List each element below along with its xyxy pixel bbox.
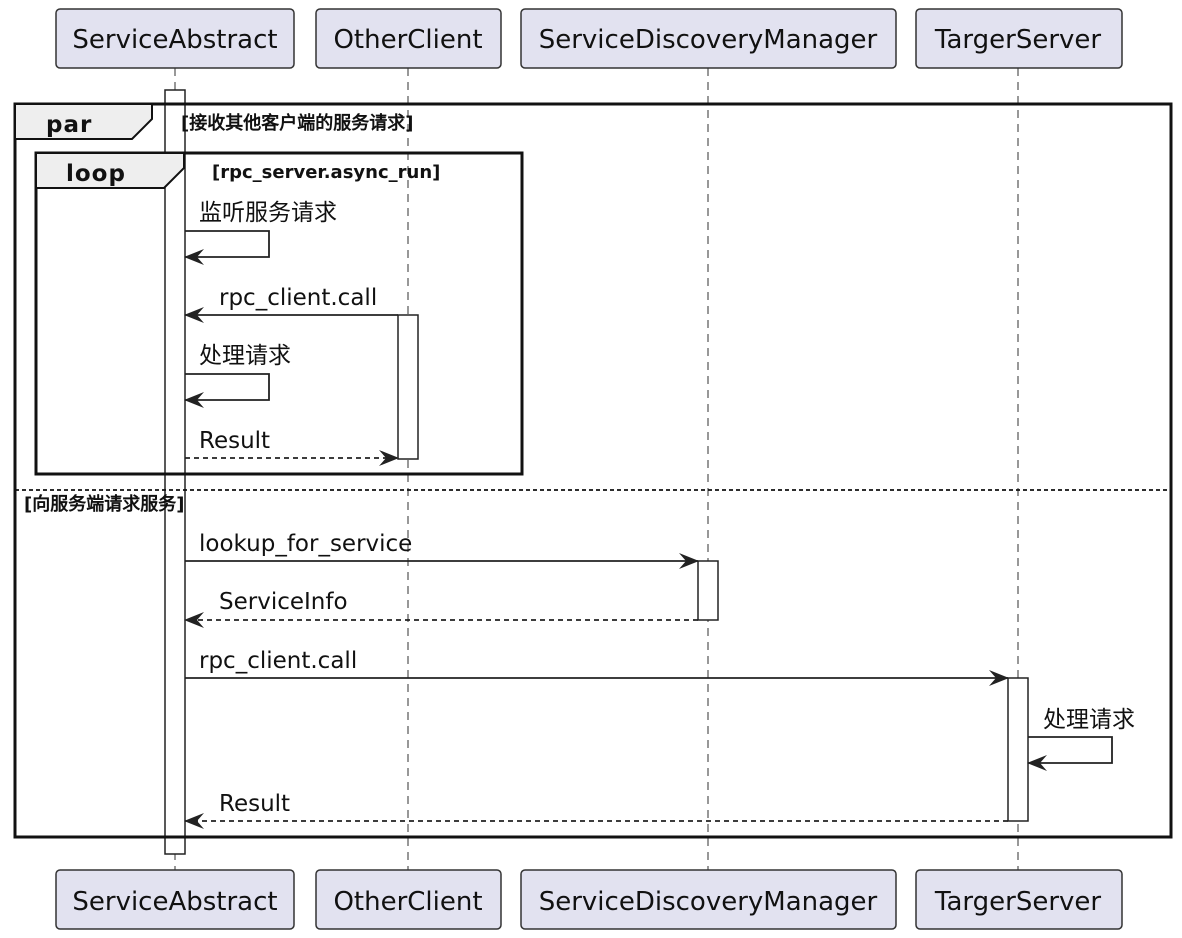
message-listen-request: 监听服务请求 [184,200,337,265]
message-label: rpc_client.call [219,285,377,311]
message-result-1: Result [185,428,399,466]
participant-label: ServiceAbstract [72,25,277,55]
message-label: 处理请求 [199,343,291,369]
loop-fragment: loop [rpc_server.async_run] [34,151,524,476]
par-guard: [接收其他客户端的服务请求] [181,112,413,134]
participant-other-client-top: OtherClient [315,8,502,69]
participant-service-abstract-top: ServiceAbstract [55,8,295,69]
participant-label: TargerServer [934,25,1102,55]
message-lookup-for-service: lookup_for_service [185,531,699,569]
participant-service-discovery-manager-bottom: ServiceDiscoveryManager [520,869,897,930]
message-handle-request-1: 处理请求 [184,343,291,408]
participant-other-client-bottom: OtherClient [315,869,502,930]
message-handle-request-2: 处理请求 [1027,707,1135,771]
participant-label: ServiceDiscoveryManager [539,25,878,55]
message-label: ServiceInfo [219,589,348,615]
message-label: rpc_client.call [199,648,357,674]
loop-keyword: loop [66,161,126,187]
message-rpc-client-call-1: rpc_client.call [184,285,398,323]
participant-targer-server-bottom: TargerServer [915,869,1123,930]
activation-other-client [397,314,419,460]
participant-label: OtherClient [333,25,482,55]
loop-guard: [rpc_server.async_run] [212,162,440,183]
participant-service-discovery-manager-top: ServiceDiscoveryManager [520,8,897,69]
message-rpc-client-call-2: rpc_client.call [185,648,1009,686]
participant-targer-server-top: TargerServer [915,8,1123,69]
activation-service-abstract [164,89,186,855]
participant-label: ServiceAbstract [72,887,277,917]
par-keyword: par [46,112,92,138]
participant-label: OtherClient [333,887,482,917]
participant-service-abstract-bottom: ServiceAbstract [55,869,295,930]
message-result-2: Result [184,791,1008,829]
message-service-info: ServiceInfo [184,589,698,628]
message-label: Result [199,428,270,454]
activation-service-discovery-manager [697,560,719,621]
message-label: lookup_for_service [199,531,412,557]
activation-targer-server [1007,677,1029,822]
par-fragment: par [接收其他客户端的服务请求] [向服务端请求服务] [13,102,1173,839]
message-label: Result [219,791,290,817]
message-label: 处理请求 [1043,707,1135,733]
participant-label: ServiceDiscoveryManager [539,887,878,917]
message-label: 监听服务请求 [199,200,337,226]
par-else-guard: [向服务端请求服务] [24,493,184,515]
participant-label: TargerServer [934,887,1102,917]
